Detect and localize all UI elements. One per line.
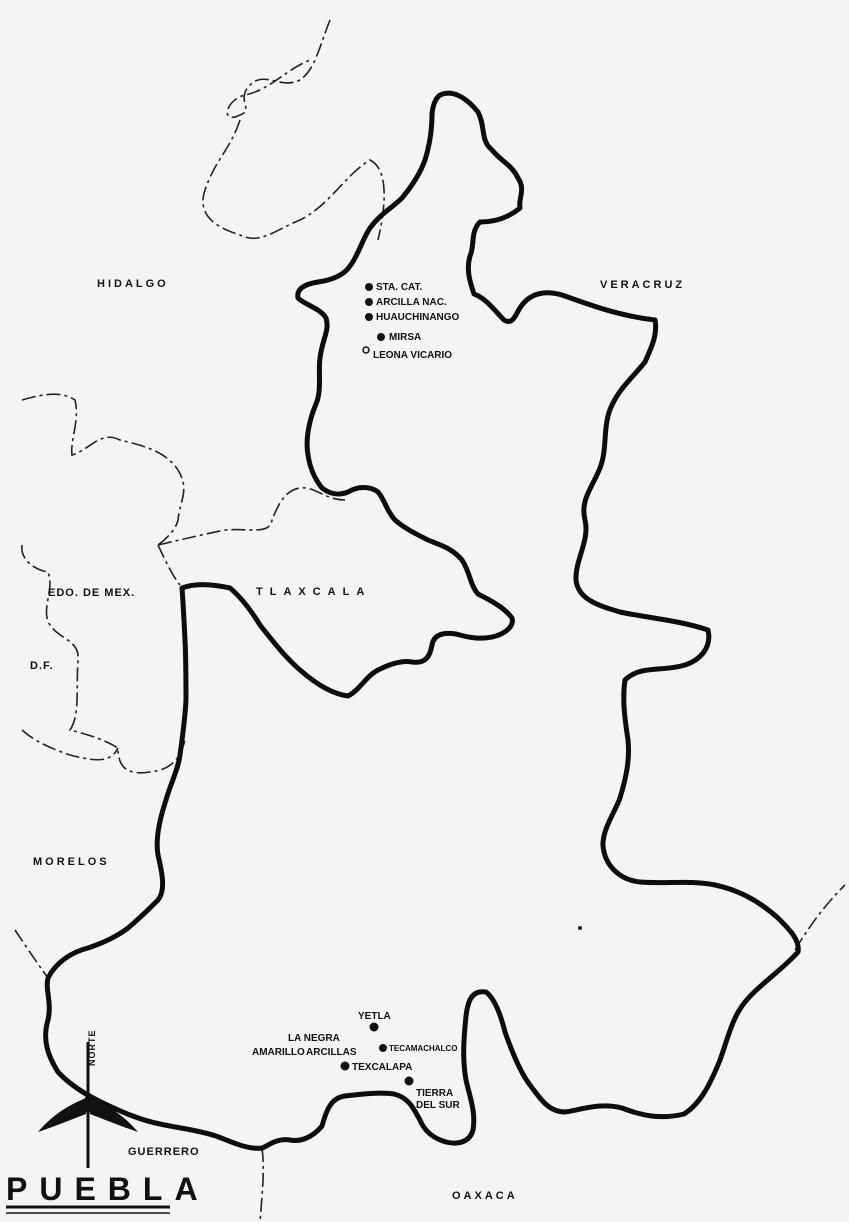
location-label-del-sur: DEL SUR [416, 1100, 460, 1111]
hidalgo-top-border [226, 19, 331, 118]
oaxaca-west-border [259, 1147, 265, 1222]
location-marker-leona-vicario [362, 346, 370, 354]
north-arrow-head [78, 1092, 98, 1112]
location-label-texcalapa: TEXCALAPA [352, 1062, 412, 1073]
morelos-guerrero-border [14, 929, 49, 979]
region-label-tlaxcala: TLAXCALA [256, 586, 371, 598]
region-label-hidalgo: HIDALGO [97, 278, 169, 290]
region-label-guerrero: GUERRERO [128, 1146, 200, 1158]
location-marker-mirsa [377, 333, 385, 341]
region-label-morelos: MORELOS [33, 856, 110, 868]
map-title-block: PUEBLA [6, 1171, 210, 1214]
location-label-sta-cat: STA. CAT. [376, 282, 423, 293]
edomex-puebla-border [157, 544, 181, 586]
region-label-oaxaca: OAXACA [452, 1190, 518, 1202]
location-label-huauchinango: HUAUCHINANGO [376, 312, 460, 323]
location-marker-yetla [369, 1022, 379, 1032]
location-label-leona-vicario: LEONA VICARIO [373, 350, 452, 361]
tlaxcala-hidalgo-border [157, 487, 346, 546]
hidalgo-loop-border [202, 119, 385, 241]
location-marker-huauchinango [365, 313, 373, 321]
region-labels: HIDALGO VERACRUZ TLAXCALA EDO. DE MEX. D… [30, 278, 685, 1202]
edomex-df-border [21, 544, 186, 774]
north-arrow-wing-left [38, 1098, 86, 1132]
location-label-tierra: TIERRA [416, 1088, 453, 1099]
location-markers: STA. CAT. ARCILLA NAC. HUAUCHINANGO MIRS… [252, 282, 460, 1111]
north-arrow: NORTE [38, 1030, 138, 1168]
location-marker-texcalapa [340, 1061, 350, 1071]
north-arrow-label: NORTE [87, 1030, 97, 1067]
location-marker-arcilla-nac [365, 298, 373, 306]
puebla-state-outline [43, 90, 801, 1151]
region-label-df: D.F. [30, 660, 54, 672]
location-label-yetla: YETLA [358, 1011, 391, 1022]
location-label-amarillo: AMARILLO [252, 1047, 305, 1058]
location-label-tecamachalco: TECAMACHALCO [389, 1044, 457, 1053]
region-label-veracruz: VERACRUZ [600, 279, 685, 291]
location-marker-tecamachalco [379, 1044, 387, 1052]
df-south-border [21, 729, 119, 761]
location-label-arcilla-nac: ARCILLA NAC. [376, 297, 447, 308]
location-marker-tierra [404, 1076, 414, 1086]
edomex-north-border [21, 393, 185, 546]
location-marker-sta-cat [365, 283, 373, 291]
location-label-arcillas: ARCILLAS [306, 1047, 357, 1058]
region-label-edomex: EDO. DE MEX. [48, 587, 135, 599]
location-label-la-negra: LA NEGRA [288, 1033, 340, 1044]
location-label-mirsa: MIRSA [389, 332, 421, 343]
map-title: PUEBLA [6, 1171, 210, 1207]
ink-speck [578, 926, 582, 930]
neighbor-borders [14, 19, 846, 1222]
north-arrow-wing-right [90, 1098, 138, 1132]
